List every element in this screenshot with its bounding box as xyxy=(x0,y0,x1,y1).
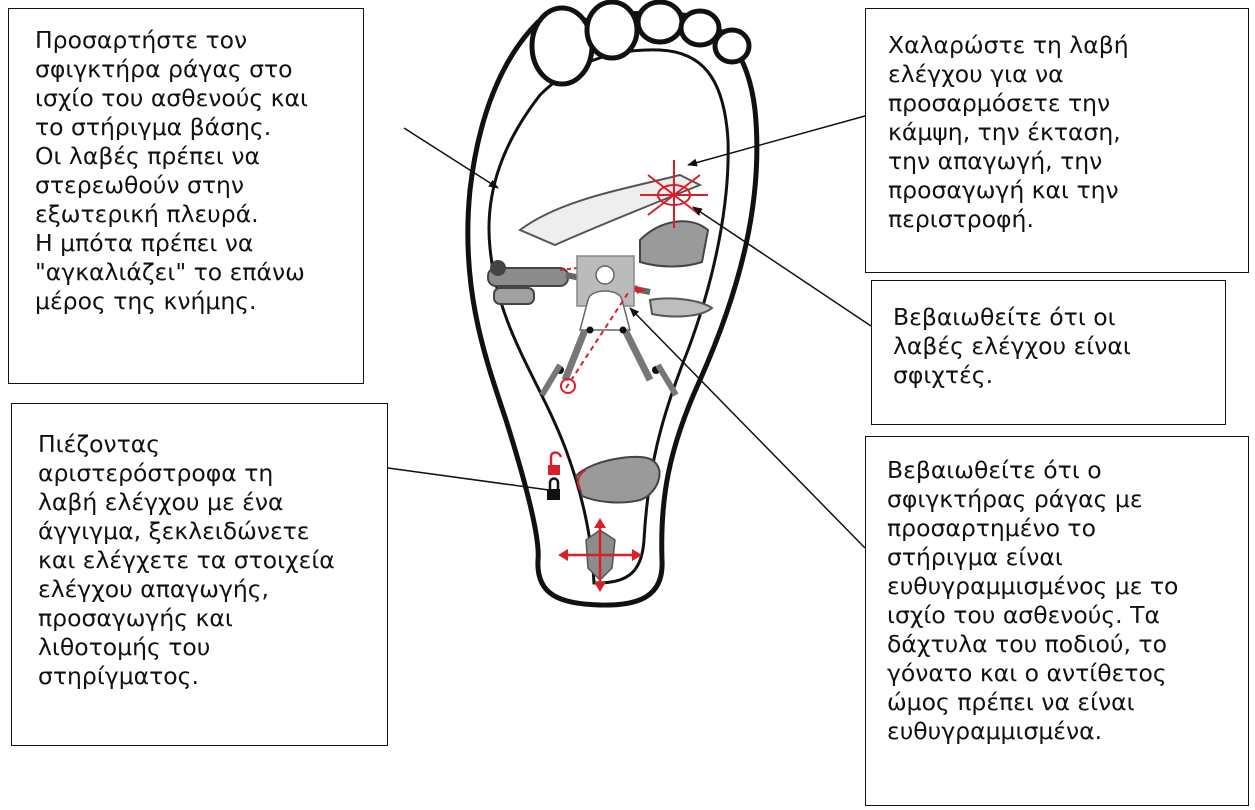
callout-line: λιθοτομής του xyxy=(38,633,387,662)
callout-line: προσαγωγή και την xyxy=(888,176,1248,205)
callout-line: ώμος πρέπει να είναι xyxy=(887,688,1248,717)
callout-line: αριστερόστροφα τη xyxy=(38,459,387,488)
callout-line: Χαλαρώστε τη λαβή xyxy=(888,31,1248,60)
callout-line: ευθυγραμμισμένος με το xyxy=(887,572,1248,601)
callout-alignment-check: Βεβαιωθείτε ότι ο σφιγκτήρας ράγας με πρ… xyxy=(865,436,1249,806)
callout-line: προσαρτημένο το xyxy=(887,514,1248,543)
callout-line: ελέγχου για να xyxy=(888,60,1248,89)
callout-line: Βεβαιωθείτε ότι ο xyxy=(887,456,1248,485)
callout-line: προσαγωγής και xyxy=(38,604,387,633)
callout-line: λαβές ελέγχου είναι xyxy=(893,332,1225,361)
callout-line: την απαγωγή, την xyxy=(888,147,1248,176)
callout-line: Βεβαιωθείτε ότι οι xyxy=(893,303,1225,332)
callout-line: ευθυγραμμισμένα. xyxy=(887,717,1248,746)
callout-line: το στήριγμα βάσης. xyxy=(35,113,363,142)
callout-line: περιστροφή. xyxy=(888,205,1248,234)
callout-line: σφιχτές. xyxy=(893,361,1225,390)
callout-line: κάμψη, την έκταση, xyxy=(888,118,1248,147)
callout-line: λαβή ελέγχου με ένα xyxy=(38,488,387,517)
callout-line: ισχίο του ασθενούς και xyxy=(35,84,363,113)
callout-line: ελέγχου απαγωγής, xyxy=(38,575,387,604)
callout-unlock-control-handle: Πιέζοντας αριστερόστροφα τη λαβή ελέγχου… xyxy=(11,403,388,746)
callout-line: εξωτερική πλευρά. xyxy=(35,200,363,229)
callout-line: μέρος της κνήμης. xyxy=(35,287,363,316)
callout-line: γόνατο και ο αντίθετος xyxy=(887,659,1248,688)
callout-attach-rail-clamp: Προσαρτήστε τον σφιγκτήρα ράγας στο ισχί… xyxy=(8,8,364,384)
callout-line: δάχτυλα του ποδιού, το xyxy=(887,630,1248,659)
callout-line: Προσαρτήστε τον xyxy=(35,26,363,55)
callout-handles-tight: Βεβαιωθείτε ότι οι λαβές ελέγχου είναι σ… xyxy=(871,280,1226,425)
callout-line: στήριγμα είναι xyxy=(887,543,1248,572)
callout-line: άγγιγμα, ξεκλειδώνετε xyxy=(38,517,387,546)
callout-line: προσαρμόσετε την xyxy=(888,89,1248,118)
callout-line: στερεωθούν στην xyxy=(35,171,363,200)
callout-loosen-control-handle: Χαλαρώστε τη λαβή ελέγχου για να προσαρμ… xyxy=(865,8,1249,273)
callout-line: "αγκαλιάζει" το επάνω xyxy=(35,258,363,287)
callout-line: Οι λαβές πρέπει να xyxy=(35,142,363,171)
callout-line: σφιγκτήρα ράγας στο xyxy=(35,55,363,84)
callout-line: ισχίο του ασθενούς. Τα xyxy=(887,601,1248,630)
callout-line: Η μπότα πρέπει να xyxy=(35,229,363,258)
callout-line: σφιγκτήρας ράγας με xyxy=(887,485,1248,514)
callout-line: στηρίγματος. xyxy=(38,662,387,691)
callout-line: και ελέγχετε τα στοιχεία xyxy=(38,546,387,575)
callout-line: Πιέζοντας xyxy=(38,430,387,459)
